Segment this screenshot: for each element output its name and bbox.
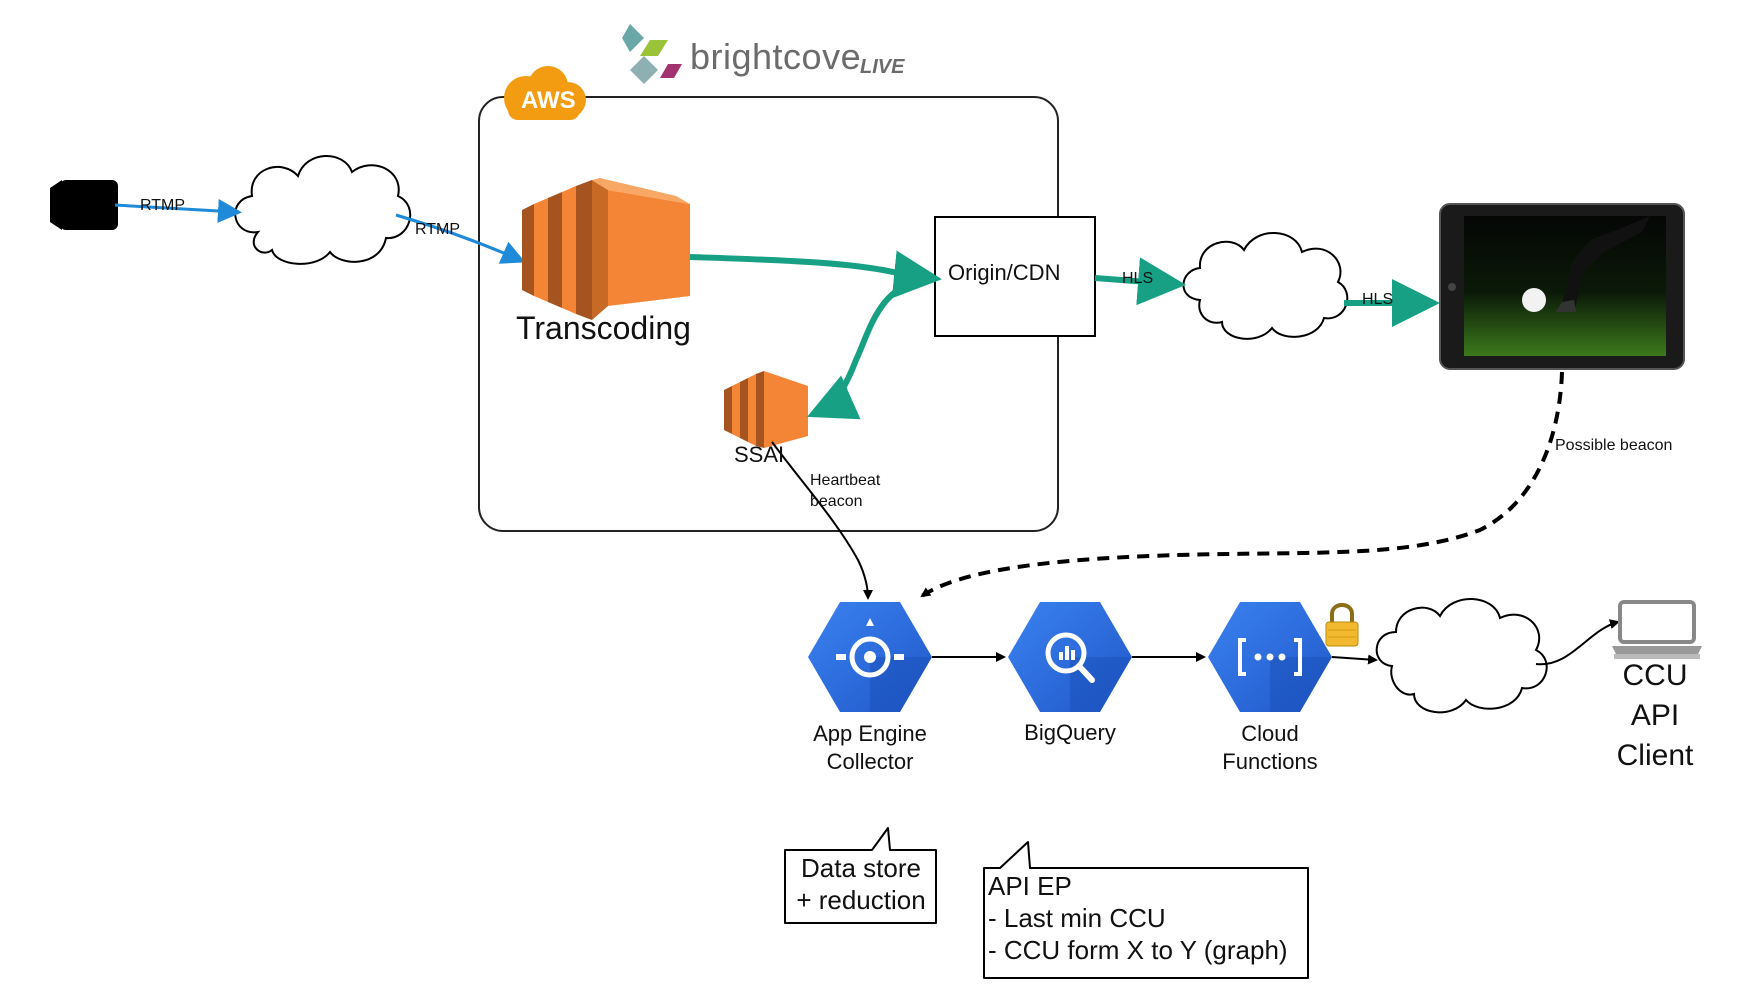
origin-cdn-label: Origin/CDN	[948, 260, 1061, 285]
api-client-label: CCU API Client	[1590, 656, 1720, 776]
api-ep-callout	[983, 841, 1309, 979]
possible-beacon-label: Possible beacon	[1555, 437, 1673, 454]
hls-arrow-1	[1094, 257, 1186, 306]
app-engine-label-line1: App Engine	[813, 721, 927, 746]
api-ep-note-line2: - Last min CCU	[988, 903, 1166, 933]
cloud-icon-1	[234, 155, 412, 265]
brightcove-logo-icon	[622, 24, 682, 84]
ssai-server-icon	[724, 371, 808, 448]
data-store-note-line2: + reduction	[796, 885, 926, 915]
rtmp-label-2: RTMP	[415, 221, 461, 238]
heartbeat-label-line1: Heartbeat	[810, 472, 881, 489]
app-engine-label: App Engine Collector	[770, 720, 970, 776]
cloud-to-client-arrow	[1535, 619, 1620, 666]
transcoding-label: Transcoding	[516, 310, 691, 346]
api-ep-note-line3: - CCU form X to Y (graph)	[988, 935, 1288, 965]
data-store-note-line1: Data store	[801, 853, 921, 883]
heartbeat-beacon-arrow	[771, 441, 873, 600]
api-ep-note: API EP - Last min CCU - CCU form X to Y …	[988, 870, 1288, 966]
hls-label-2: HLS	[1362, 291, 1394, 308]
api-client-label-line2: API	[1630, 699, 1680, 732]
heartbeat-label-line2: beacon	[810, 493, 863, 510]
lock-icon	[1325, 603, 1359, 647]
cloud-functions-icon	[1208, 602, 1332, 712]
cloud-icon-3	[1375, 598, 1548, 714]
app-engine-icon	[808, 602, 932, 712]
hls-label-1: HLS	[1122, 270, 1154, 287]
brand-suffix: LIVE	[860, 56, 905, 78]
possible-beacon-arrow	[920, 371, 1564, 598]
origin-cdn-box	[934, 216, 1096, 337]
api-ep-note-line1: API EP	[988, 871, 1072, 901]
cloud-functions-label-line2: Functions	[1222, 749, 1318, 774]
api-client-label-line1: CCU	[1622, 659, 1688, 692]
cloud-functions-label: Cloud Functions	[1170, 720, 1370, 776]
transcoding-server-icon	[522, 178, 690, 320]
tablet-icon	[1439, 203, 1685, 370]
bigquery-icon	[1008, 602, 1132, 712]
aws-badge-label: AWS	[521, 87, 576, 114]
aws-badge-icon	[504, 66, 586, 120]
origin-to-ssai-arrow	[807, 277, 931, 420]
rtmp-label-1: RTMP	[140, 197, 186, 214]
ssai-label: SSAI	[734, 442, 785, 467]
cloud-icon-2	[1182, 232, 1349, 340]
laptop-icon	[1612, 600, 1702, 659]
app-engine-label-line2: Collector	[826, 749, 914, 774]
data-store-note: Data store + reduction	[786, 852, 936, 916]
transcoding-to-origin-arrow	[689, 250, 942, 299]
brand-name: brightcove	[690, 36, 862, 77]
api-client-label-line3: Client	[1616, 739, 1694, 772]
rtmp-arrow-1	[114, 198, 242, 223]
camera-icon	[50, 180, 118, 230]
rtmp-arrow-2	[395, 213, 526, 264]
bigquery-label: BigQuery	[1024, 720, 1116, 745]
functions-to-cloud-arrow	[1331, 654, 1378, 665]
data-store-callout	[784, 827, 937, 924]
cloud-functions-label-line1: Cloud	[1241, 721, 1299, 746]
